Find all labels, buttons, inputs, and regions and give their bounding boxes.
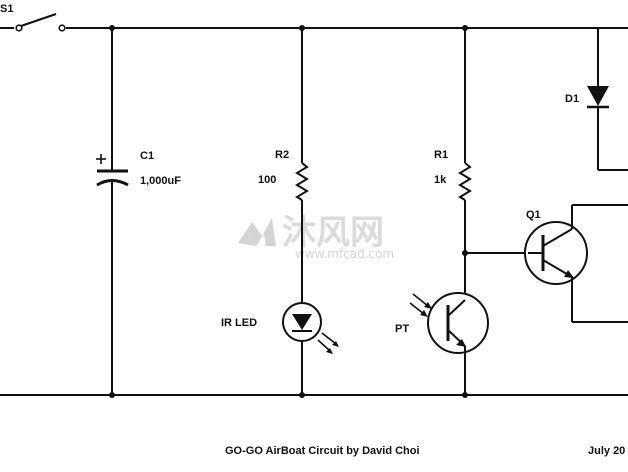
- r1-value: 1k: [434, 174, 447, 186]
- junction-dots: [109, 25, 468, 398]
- watermark-brand: 沐风网: [282, 213, 384, 253]
- circuit-title: GO-GO AirBoat Circuit by David Choi: [225, 445, 420, 457]
- resistor-r1: [458, 162, 472, 201]
- c1-label: C1: [140, 150, 154, 162]
- q1-label: Q1: [526, 209, 541, 221]
- phototransistor: [427, 292, 489, 354]
- branch-q1-d1: D1 Q1: [524, 28, 628, 323]
- branch-r1-pt: R1 1k PT: [395, 28, 528, 395]
- watermark-url: www.mfcad.com: [295, 247, 394, 261]
- watermark: 沐风网 www.mfcad.com: [238, 213, 394, 261]
- r1-label: R1: [434, 149, 448, 161]
- transistor-q1: [524, 221, 588, 285]
- c1-value: 1,000uF: [140, 175, 181, 187]
- d1-label: D1: [565, 93, 579, 105]
- switch-label: S1: [0, 3, 13, 15]
- circuit-date: July 20: [588, 445, 625, 457]
- r2-label: R2: [275, 149, 289, 161]
- diode-d1: [587, 86, 609, 106]
- pt-label: PT: [395, 323, 409, 335]
- emission-arrows: [317, 332, 339, 354]
- r2-value: 100: [258, 174, 276, 186]
- branch-r2-irled: R2 100 IR LED: [221, 28, 339, 395]
- light-arrows: [409, 293, 432, 317]
- capacitor-c1: C1 1,000uF: [96, 28, 181, 395]
- resistor-r2: [295, 162, 309, 201]
- watermark-logo: [238, 218, 276, 246]
- switch-s1: S1: [0, 3, 66, 32]
- irled-label: IR LED: [221, 317, 257, 329]
